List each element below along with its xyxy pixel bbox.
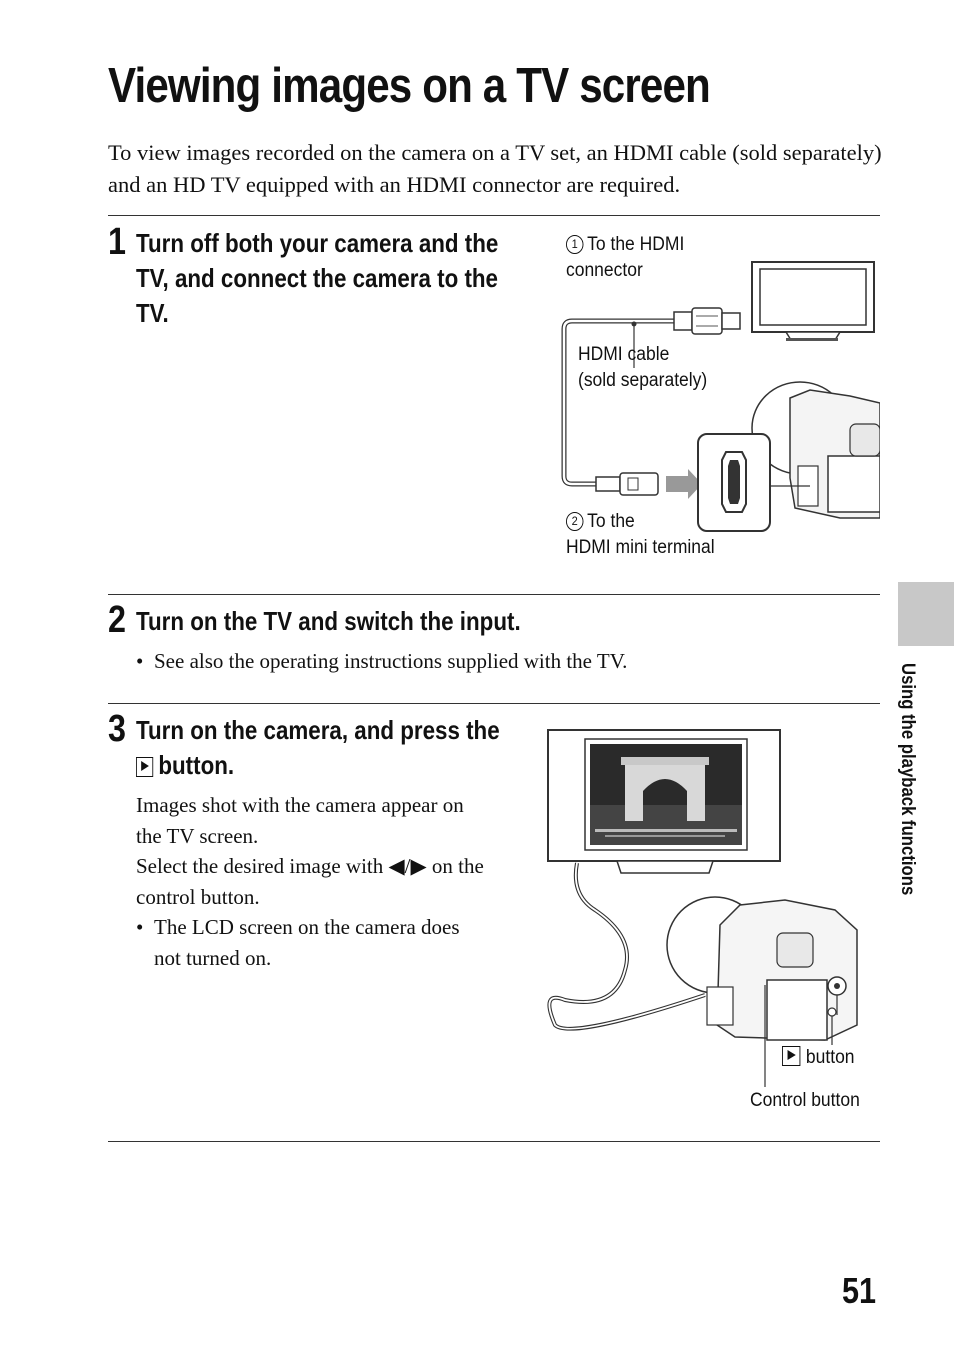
control-button-label: Control button — [750, 1090, 860, 1111]
step-2-number: 2 — [108, 599, 126, 641]
step-3-bullet: The LCD screen on the camera does not tu… — [136, 912, 536, 973]
tv-illustration — [547, 729, 781, 874]
divider — [108, 1141, 880, 1142]
camera-illustration — [666, 896, 858, 1041]
side-tab — [898, 582, 954, 646]
connection-diagram — [561, 261, 880, 532]
play-button-label: button — [782, 1045, 855, 1071]
step-3-number: 3 — [108, 708, 126, 750]
page-title: Viewing images on a TV screen — [108, 59, 711, 113]
side-section-label: Using the playback functions — [897, 663, 918, 896]
divider — [108, 703, 880, 704]
camera-illustration — [751, 381, 880, 519]
play-icon — [782, 1046, 801, 1066]
step-3-heading: Turn on the camera, and press the button… — [136, 715, 500, 780]
mini-hdmi-plug-icon — [595, 472, 659, 496]
step-1-number: 1 — [108, 221, 126, 263]
hdmi-connector-icon — [673, 307, 741, 335]
arch-image — [590, 757, 742, 845]
arrow-right-icon — [666, 469, 702, 499]
page-number: 51 — [842, 1270, 877, 1311]
divider — [108, 215, 880, 216]
divider — [108, 594, 880, 595]
intro-paragraph: To view images recorded on the camera on… — [108, 140, 882, 197]
step-2-heading: Turn on the TV and switch the input. — [136, 606, 521, 636]
step-2-bullet: See also the operating instructions supp… — [136, 646, 854, 677]
hdmi-cable-label: HDMI cable (sold separately) — [578, 344, 708, 391]
hdmi-mini-terminal-icon — [697, 433, 810, 532]
step-3-body: Images shot with the camera appear on th… — [136, 790, 536, 973]
tv-illustration — [751, 261, 875, 341]
play-icon — [136, 757, 154, 777]
step-1-heading: Turn off both your camera and the TV, an… — [136, 228, 499, 328]
viewing-diagram — [547, 729, 858, 1087]
